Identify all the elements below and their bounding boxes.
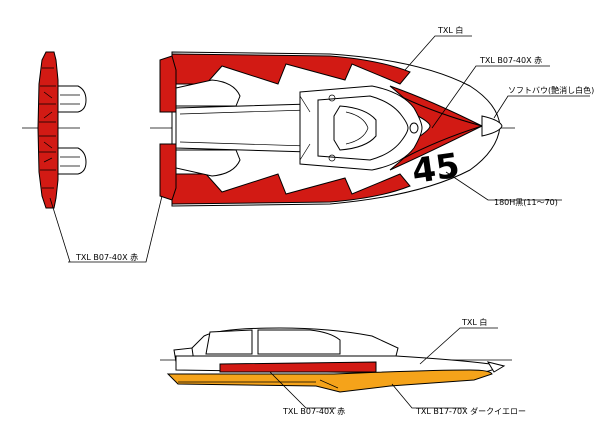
labels: TXL 白 TXL B07-40X 赤 ソフトバウ(艶消し白色) 180H黒(1… <box>75 25 594 416</box>
top-sponson-upper <box>175 79 241 107</box>
side-window-rear <box>257 329 341 355</box>
side-hull-orange-bottom <box>166 369 493 393</box>
stern-transom <box>37 51 59 209</box>
label-txl-yellow-side: TXL B17-70X ダークイエロー <box>415 406 526 416</box>
top-view: 45 <box>150 51 515 207</box>
side-bow-tip <box>486 361 506 373</box>
engine-cover <box>175 103 321 153</box>
top-stern-block-lower <box>159 143 177 201</box>
boat-number: 45 <box>410 146 462 192</box>
cockpit-seat <box>333 105 377 151</box>
hull-red-stripe-lower <box>171 173 411 205</box>
label-txl-white-side: TXL 白 <box>461 317 487 327</box>
top-sponson-lower <box>175 149 241 177</box>
label-txl-red-side: TXL B07-40X 赤 <box>282 407 345 416</box>
label-number-black: 180H黒(11〜70) <box>494 198 558 207</box>
side-window-front <box>205 329 253 355</box>
top-stern-block-upper <box>159 55 177 113</box>
stern-view <box>22 51 87 209</box>
side-hull-red-stripe <box>219 361 377 373</box>
steering-wheel <box>409 122 419 134</box>
label-soft-bow: ソフトバウ(艶消し白色) <box>508 85 594 95</box>
label-txl-white-top: TXL 白 <box>437 25 463 35</box>
label-txl-red-left: TXL B07-40X 赤 <box>75 253 138 262</box>
stern-upper-sponson <box>57 85 87 113</box>
side-view <box>160 327 512 393</box>
stern-lower-sponson <box>57 147 87 175</box>
soft-bow-tip <box>481 115 503 137</box>
label-txl-red-top: TXL B07-40X 赤 <box>479 56 542 65</box>
leader-lines <box>49 35 590 409</box>
hull-red-stripe-upper <box>171 53 411 85</box>
